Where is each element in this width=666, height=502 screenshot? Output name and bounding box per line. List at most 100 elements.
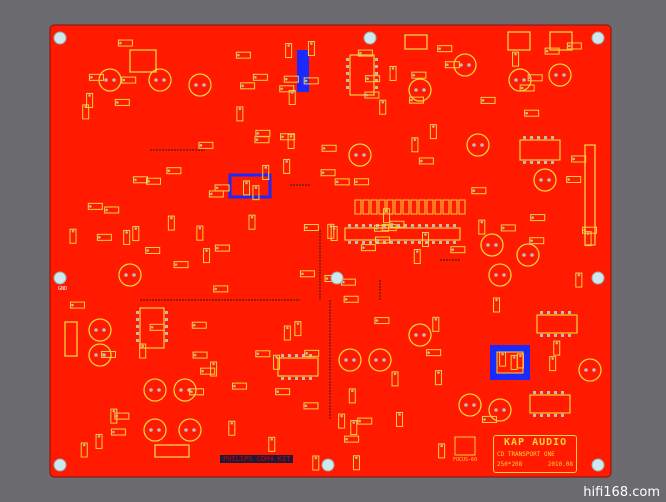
pad: [344, 358, 348, 362]
pad: [281, 354, 284, 357]
resistor: [499, 351, 507, 367]
pad: [136, 325, 139, 328]
pad: [90, 76, 93, 79]
resistor: [422, 232, 430, 248]
pad: [418, 241, 421, 244]
mounting-hole: [591, 31, 605, 45]
resistor: [248, 214, 256, 230]
pad: [190, 390, 193, 394]
resistor: [429, 124, 437, 140]
pad: [525, 111, 528, 115]
capacitor: [143, 418, 167, 442]
resistor: [210, 361, 218, 377]
pad: [296, 322, 300, 325]
pad: [523, 136, 526, 139]
resistor: [418, 199, 426, 215]
pad: [202, 83, 206, 87]
pad: [472, 189, 476, 193]
mounting-hole: [53, 31, 67, 45]
capacitor: [338, 348, 362, 372]
pad: [134, 227, 138, 230]
pad: [192, 428, 196, 432]
pad: [376, 238, 379, 242]
resistor: [252, 73, 268, 81]
pad: [245, 181, 248, 185]
mounting-hole: [363, 31, 377, 45]
resistor: [357, 49, 373, 57]
resistor: [553, 340, 561, 356]
resistor: [283, 75, 299, 83]
mounting-hole: [330, 271, 344, 285]
pad: [256, 352, 260, 356]
resistor: [348, 388, 356, 404]
pad: [362, 241, 365, 244]
pad: [530, 136, 533, 139]
resistor: [299, 270, 315, 278]
pad: [301, 272, 304, 276]
resistor: [283, 325, 291, 341]
resistor: [354, 199, 362, 215]
pad: [561, 414, 564, 417]
pad: [340, 414, 343, 418]
resistor: [512, 51, 520, 67]
capacitor: [118, 263, 142, 287]
pad: [88, 94, 91, 97]
resistor: [82, 104, 90, 120]
capacitor: [488, 263, 512, 287]
resistor: [228, 420, 236, 436]
connector: [129, 49, 157, 73]
pad: [362, 153, 366, 157]
pad: [547, 334, 550, 337]
resistor: [353, 178, 369, 186]
pad: [375, 65, 378, 68]
pad: [375, 72, 378, 75]
pad: [352, 358, 356, 362]
pad: [359, 51, 362, 55]
pad: [214, 287, 218, 291]
resistor: [408, 96, 424, 104]
bottom-ic: [297, 50, 309, 92]
pad: [286, 326, 289, 330]
pad: [112, 409, 116, 413]
resistor: [69, 228, 77, 244]
pad: [412, 73, 416, 77]
capacitor: [488, 398, 512, 422]
pad: [425, 241, 428, 244]
pad: [288, 354, 291, 357]
pad: [522, 253, 526, 257]
pad: [425, 224, 428, 227]
pad: [215, 186, 219, 190]
pad: [434, 318, 438, 321]
capacitor: [143, 378, 167, 402]
pad: [540, 311, 543, 314]
pad: [519, 354, 522, 358]
pad: [230, 421, 234, 425]
pad: [165, 332, 168, 335]
pad: [314, 456, 318, 460]
pad: [411, 241, 414, 244]
pad: [554, 73, 558, 77]
capacitor: [368, 348, 392, 372]
resistor: [493, 297, 501, 313]
pad: [104, 78, 108, 82]
pad: [502, 273, 506, 277]
pad: [592, 368, 596, 372]
focus-pot: [454, 436, 476, 456]
resistor: [413, 249, 421, 265]
resistor: [167, 215, 175, 231]
resistor: [330, 225, 338, 241]
pad: [199, 144, 203, 147]
pad: [335, 180, 339, 184]
resistor: [242, 180, 250, 196]
resistor: [544, 47, 560, 55]
capacitor: [480, 233, 504, 257]
resistor: [86, 92, 94, 108]
pad: [348, 241, 351, 244]
resistor: [426, 349, 442, 357]
pad: [554, 334, 557, 337]
resistor: [571, 155, 587, 163]
pad: [165, 339, 168, 342]
mounting-hole: [591, 271, 605, 285]
resistor: [87, 202, 103, 210]
resistor: [444, 61, 460, 69]
